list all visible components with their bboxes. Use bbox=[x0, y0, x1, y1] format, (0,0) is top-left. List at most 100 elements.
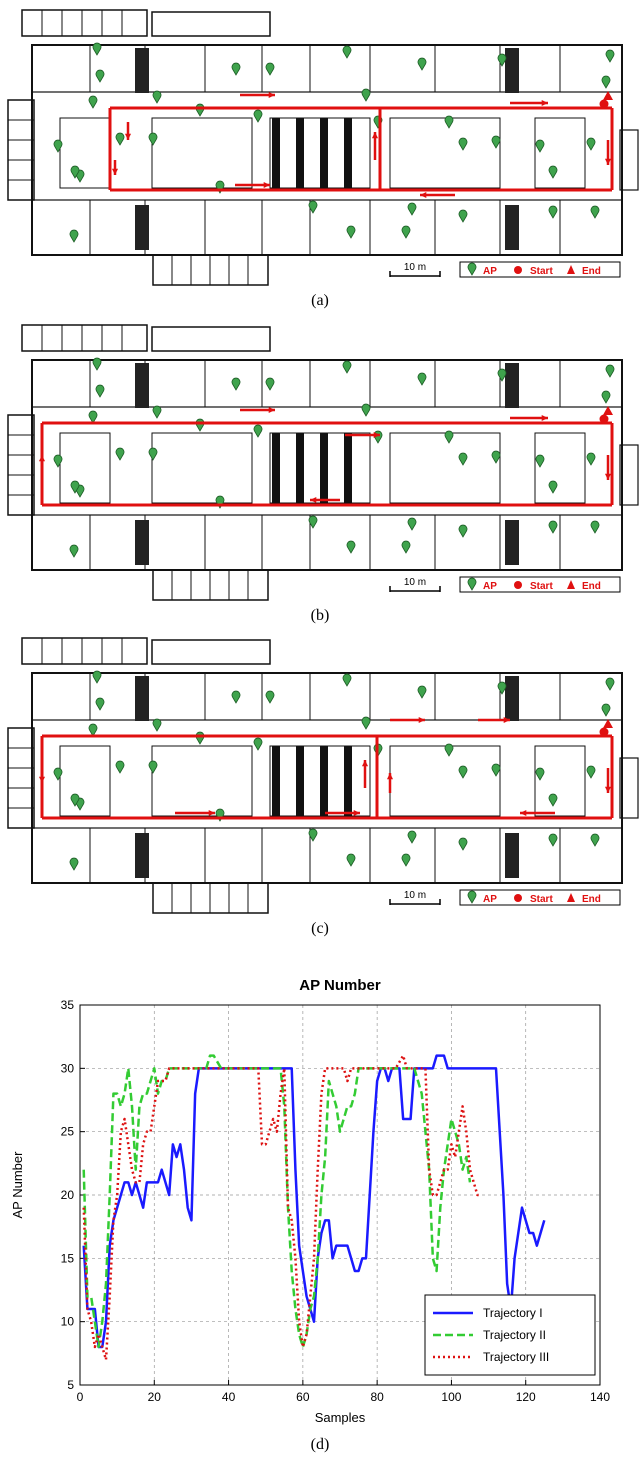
ap-marker-icon bbox=[308, 828, 318, 842]
ap-marker-icon bbox=[601, 390, 611, 404]
ap-marker-icon bbox=[265, 62, 275, 76]
arrowhead-icon bbox=[541, 414, 548, 422]
x-tick-label: 40 bbox=[222, 1390, 236, 1404]
series-line-2 bbox=[82, 1054, 472, 1349]
y-tick-label: 20 bbox=[61, 1188, 75, 1202]
ap-marker-icon bbox=[115, 132, 125, 146]
arrowhead-icon bbox=[353, 809, 360, 817]
ap-marker-icon bbox=[195, 103, 205, 117]
arrowhead-icon bbox=[208, 809, 215, 817]
legend-start-label: Start bbox=[530, 894, 553, 905]
ap-marker-icon bbox=[195, 418, 205, 432]
ap-marker-icon bbox=[458, 524, 468, 538]
annex-wing bbox=[21, 637, 148, 665]
ap-marker-icon bbox=[407, 202, 417, 216]
restroom-block bbox=[534, 117, 586, 189]
ap-marker-icon bbox=[535, 454, 545, 468]
stairwell bbox=[135, 833, 149, 878]
ap-marker-icon bbox=[342, 673, 352, 687]
ap-marker-icon bbox=[69, 229, 79, 243]
annex-wing bbox=[21, 324, 148, 352]
ap-marker-icon bbox=[115, 760, 125, 774]
ap-marker-icon bbox=[548, 520, 558, 534]
arrowhead-icon bbox=[604, 158, 612, 165]
ap-marker-icon bbox=[497, 681, 507, 695]
ap-marker-icon bbox=[92, 357, 102, 371]
y-tick-label: 5 bbox=[67, 1378, 74, 1392]
arrowhead-icon bbox=[520, 809, 527, 817]
x-tick-label: 80 bbox=[370, 1390, 384, 1404]
legend-ap-icon bbox=[467, 890, 477, 904]
corridor bbox=[31, 406, 623, 516]
ap-marker-icon bbox=[586, 765, 596, 779]
ap-marker-icon bbox=[231, 690, 241, 704]
lab-rack bbox=[320, 118, 328, 188]
corridor bbox=[31, 719, 623, 829]
ap-marker-icon bbox=[458, 837, 468, 851]
ap-marker-icon bbox=[361, 88, 371, 102]
ap-marker-icon bbox=[458, 209, 468, 223]
ap-marker-icon bbox=[342, 360, 352, 374]
east-stub bbox=[619, 757, 639, 819]
scale-label: 10 m bbox=[404, 890, 426, 901]
map-legend-box bbox=[459, 889, 621, 906]
ap-marker-icon bbox=[69, 544, 79, 558]
legend-start-icon bbox=[514, 266, 522, 274]
x-axis-label: Samples bbox=[315, 1410, 366, 1425]
entrance-block bbox=[151, 11, 271, 37]
arrowhead-icon bbox=[418, 716, 425, 724]
west-wing bbox=[7, 99, 35, 201]
panel-caption: (a) bbox=[311, 292, 329, 309]
arrowhead-icon bbox=[541, 99, 548, 107]
hall bbox=[151, 745, 253, 817]
ap-marker-icon bbox=[115, 447, 125, 461]
ap-marker-icon bbox=[53, 767, 63, 781]
ap-marker-icon bbox=[535, 767, 545, 781]
ap-marker-icon bbox=[361, 403, 371, 417]
ap-marker-icon bbox=[444, 743, 454, 757]
lab-rack bbox=[320, 746, 328, 816]
lab-rack bbox=[272, 746, 280, 816]
ap-marker-icon bbox=[605, 677, 615, 691]
ap-marker-icon bbox=[548, 205, 558, 219]
ap-marker-icon bbox=[458, 452, 468, 466]
annex-wing bbox=[21, 9, 148, 37]
lab-rack bbox=[320, 433, 328, 503]
arrowhead-icon bbox=[38, 455, 46, 462]
ap-marker-icon bbox=[253, 109, 263, 123]
ap-marker-icon bbox=[152, 405, 162, 419]
ap-marker-icon bbox=[601, 703, 611, 717]
y-tick-label: 30 bbox=[61, 1061, 75, 1075]
lab-rack bbox=[344, 746, 352, 816]
office-block bbox=[389, 432, 501, 504]
ap-marker-icon bbox=[548, 480, 558, 494]
ap-marker-icon bbox=[601, 75, 611, 89]
ap-marker-icon bbox=[346, 540, 356, 554]
ap-marker-icon bbox=[491, 763, 501, 777]
chart-legend-box bbox=[424, 1294, 596, 1376]
x-tick-label: 140 bbox=[590, 1390, 610, 1404]
ap-marker-icon bbox=[401, 225, 411, 239]
arrowhead-icon bbox=[263, 181, 270, 189]
stairwell bbox=[505, 363, 519, 408]
corridor bbox=[31, 91, 623, 201]
stairwell bbox=[505, 520, 519, 565]
stairwell bbox=[135, 676, 149, 721]
ap-marker-icon bbox=[548, 793, 558, 807]
ap-marker-icon bbox=[497, 368, 507, 382]
ap-marker-icon bbox=[458, 137, 468, 151]
legend-start-icon bbox=[514, 894, 522, 902]
arrowhead-icon bbox=[38, 776, 46, 783]
scale-label: 10 m bbox=[404, 262, 426, 273]
arrowhead-icon bbox=[604, 786, 612, 793]
arrowhead-icon bbox=[386, 773, 394, 780]
scale-label: 10 m bbox=[404, 577, 426, 588]
ap-marker-icon bbox=[401, 853, 411, 867]
ap-marker-icon bbox=[253, 424, 263, 438]
map-legend-box bbox=[459, 261, 621, 278]
